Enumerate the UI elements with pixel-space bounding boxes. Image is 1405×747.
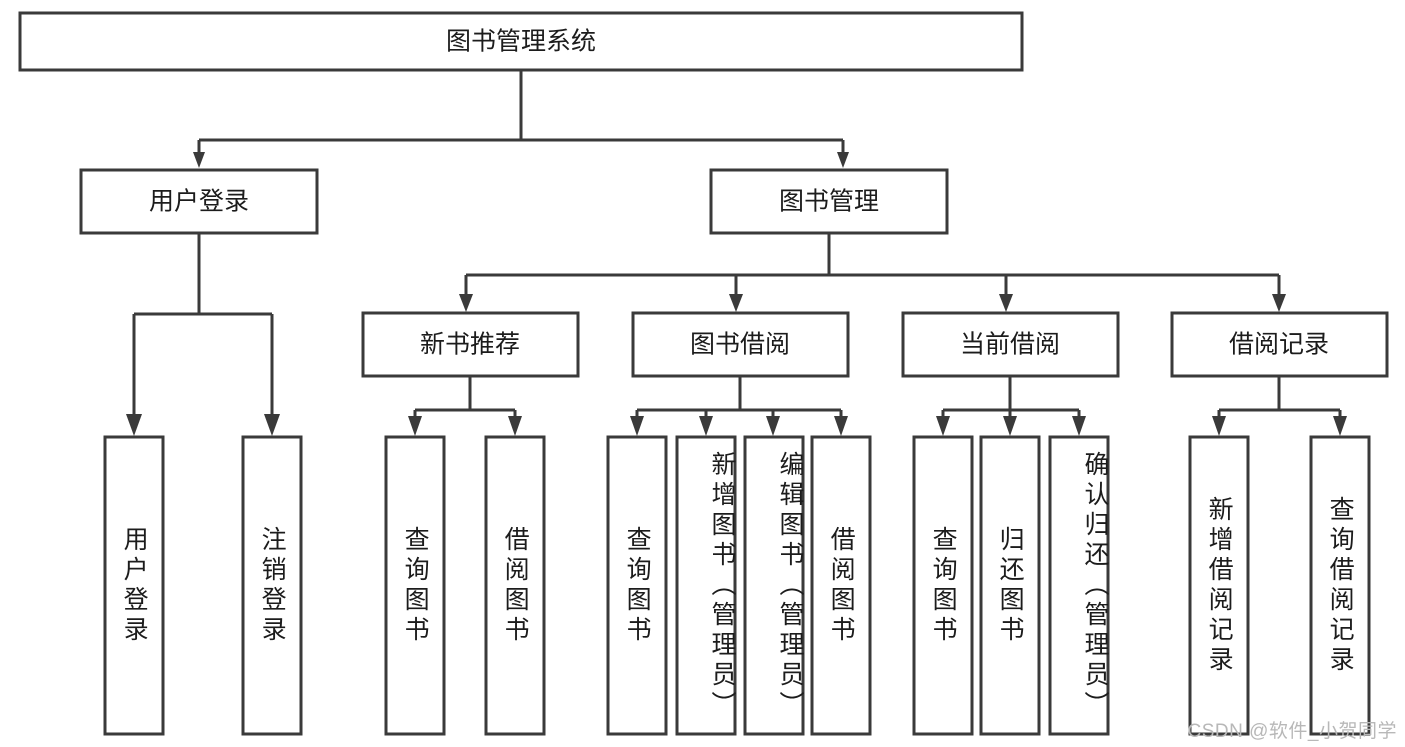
connector-record-to-leaves xyxy=(1212,376,1347,436)
node-book-borrow-label: 图书借阅 xyxy=(690,331,790,359)
node-root-label: 图书管理系统 xyxy=(446,28,596,56)
leaf-box-add-borrow-record[interactable] xyxy=(1188,435,1250,736)
node-book-management[interactable]: 图书管理 xyxy=(709,168,949,235)
node-user-login[interactable]: 用户登录 xyxy=(79,168,319,235)
node-root-system[interactable]: 图书管理系统 xyxy=(18,11,1024,72)
leaf-box-borrow-book-new[interactable] xyxy=(484,435,546,736)
connector-borrow-to-leaves xyxy=(630,376,848,436)
node-book-management-box[interactable] xyxy=(709,168,949,235)
node-user-login-box[interactable] xyxy=(79,168,319,235)
node-borrow-record[interactable]: 借阅记录 xyxy=(1170,311,1389,378)
watermark-text: CSDN @软件_小贺同学 xyxy=(1187,721,1397,742)
connector-bookmgmt-to-level3 xyxy=(459,233,1286,312)
leaf-box-add-book-admin[interactable] xyxy=(675,435,737,736)
node-new-book-recommend[interactable]: 新书推荐 xyxy=(361,311,580,378)
node-new-book-recommend-label: 新书推荐 xyxy=(420,331,520,359)
node-book-borrow-box[interactable] xyxy=(631,311,850,378)
leaf-box-borrow-book[interactable] xyxy=(810,435,872,736)
node-book-management-label: 图书管理 xyxy=(779,188,879,216)
leaf-box-query-book-borrow[interactable] xyxy=(606,435,668,736)
node-borrow-record-label: 借阅记录 xyxy=(1229,331,1329,359)
leaf-box-query-book-new[interactable] xyxy=(384,435,446,736)
node-user-login-label: 用户登录 xyxy=(149,188,249,216)
leaf-box-edit-book-admin[interactable] xyxy=(743,435,805,736)
connector-current-to-leaves xyxy=(936,376,1086,436)
node-borrow-record-box[interactable] xyxy=(1170,311,1389,378)
connector-root-to-level2 xyxy=(193,70,849,168)
node-current-borrow-label: 当前借阅 xyxy=(960,331,1060,359)
leaf-box-confirm-return-admin[interactable] xyxy=(1048,435,1110,736)
node-book-borrow[interactable]: 图书借阅 xyxy=(631,311,850,378)
arrow-to-user-login xyxy=(193,152,205,168)
leaf-box-logout[interactable] xyxy=(241,435,303,736)
leaf-box-user-login[interactable] xyxy=(103,435,165,736)
leaf-box-query-borrow-record[interactable] xyxy=(1309,435,1371,736)
node-current-borrow-box[interactable] xyxy=(901,311,1120,378)
leaf-box-query-book-current[interactable] xyxy=(912,435,974,736)
node-root-box[interactable] xyxy=(18,11,1024,72)
arrow-to-book-mgmt xyxy=(837,152,849,168)
connector-userlogin-to-leaves xyxy=(126,233,280,436)
leaf-box-return-book[interactable] xyxy=(979,435,1041,736)
node-new-book-recommend-box[interactable] xyxy=(361,311,580,378)
connector-newbook-to-leaves xyxy=(408,376,522,436)
node-current-borrow[interactable]: 当前借阅 xyxy=(901,311,1120,378)
